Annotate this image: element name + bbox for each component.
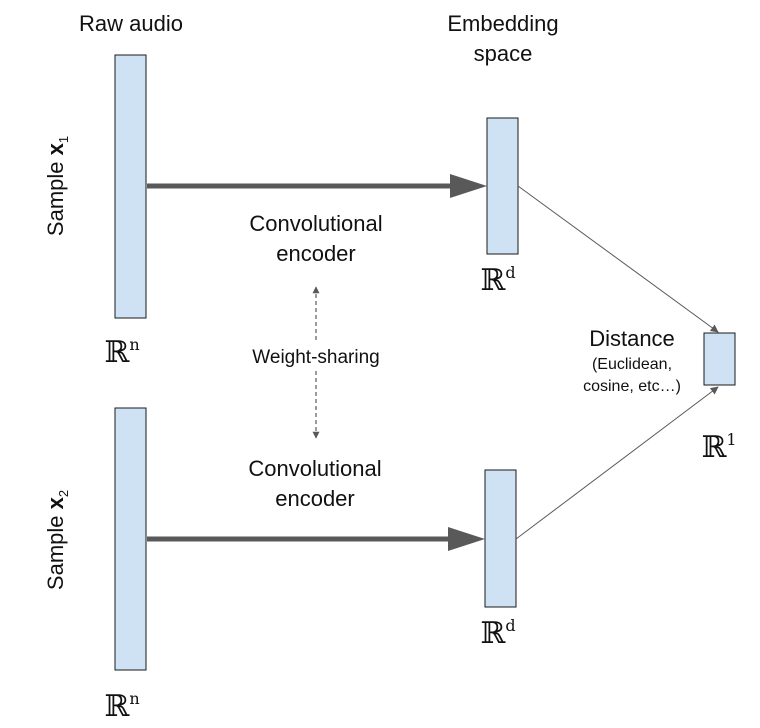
embedding-space-heading-line2: space (474, 41, 533, 66)
distance-output-box (703, 332, 736, 386)
encoder-1-label-line2: encoder (276, 241, 356, 266)
input-space-label-1: ℝn (104, 335, 139, 370)
encoder-2-label-line2: encoder (275, 486, 355, 511)
sample-2-label: Sample x2 (43, 490, 71, 590)
sample-1-label: Sample x1 (43, 136, 71, 236)
weight-sharing-label-bg (238, 342, 394, 370)
embedding-space-heading-line1: Embedding (447, 11, 558, 36)
distance-detail-line2: cosine, etc…) (583, 378, 681, 395)
embedding-space-label-2: ℝd (480, 616, 515, 651)
encoder-arrow-2-head (448, 527, 485, 551)
output-space-label: ℝ1 (701, 430, 736, 465)
embedding-space-label-1: ℝd (480, 263, 515, 298)
raw-audio-heading: Raw audio (79, 11, 183, 36)
distance-detail-line1: (Euclidean, (592, 356, 672, 373)
embedding-box-2 (484, 469, 517, 608)
distance-arrow-2 (515, 386, 719, 540)
input-space-label-2: ℝn (104, 689, 139, 724)
weight-sharing-label: Weight-sharing (252, 347, 379, 368)
encoder-arrow-1-head (450, 174, 487, 198)
raw-audio-box-2 (114, 407, 147, 671)
distance-label-bg (578, 323, 690, 398)
distance-title: Distance (589, 326, 675, 351)
distance-arrow-1 (517, 185, 719, 333)
embedding-box-1 (486, 117, 519, 255)
encoder-2-label-line1: Convolutional (248, 456, 381, 481)
encoder-1-label-line1: Convolutional (249, 211, 382, 236)
raw-audio-box-1 (114, 54, 147, 319)
